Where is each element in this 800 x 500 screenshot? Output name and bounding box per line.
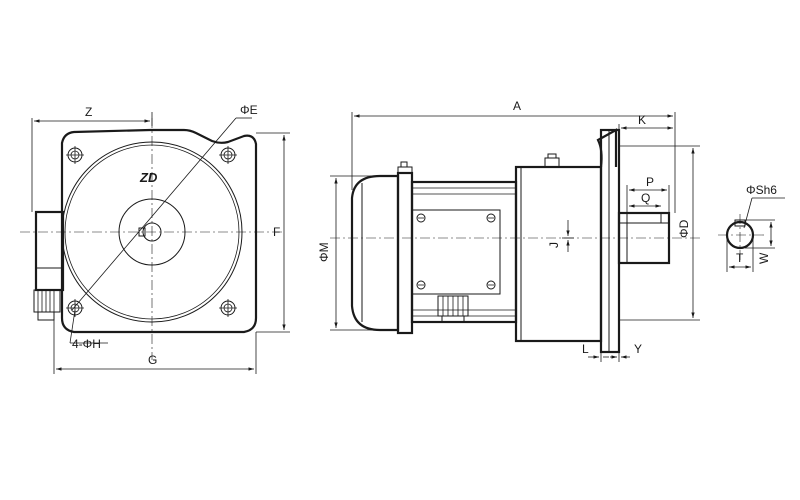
front-conduit-box: [34, 210, 65, 292]
keyway-section: ΦSh6 T W: [718, 183, 785, 272]
cable-gland-icon: [33, 289, 61, 321]
dim-f-label: F: [273, 225, 280, 239]
side-cable-gland-icon: [437, 295, 469, 323]
dim-k-label: K: [638, 113, 646, 127]
dim-j-label: J: [547, 242, 561, 248]
dim-y-label: Y: [634, 342, 642, 356]
side-view: A K ΦM ΦD P Q J L Y: [317, 99, 700, 362]
dim-phi-s-label: ΦSh6: [746, 183, 777, 197]
terminal-screw-icon: [416, 213, 496, 290]
dim-a-label: A: [513, 99, 521, 113]
phi-e-leader: [71, 117, 237, 311]
dim-w-label: W: [757, 252, 771, 264]
dim-phi-m-label: ΦM: [317, 242, 331, 262]
front-view: ZD ΦE Z F G 4-ΦH: [20, 103, 290, 374]
front-flange: [60, 128, 258, 334]
motor-ring: [396, 171, 414, 335]
dim-phi-e-label: ΦE: [240, 103, 258, 117]
dim-z-label: Z: [85, 105, 92, 119]
dim-t-label: T: [736, 251, 744, 265]
dim-g-label: G: [148, 353, 157, 367]
motor-end-cap: [350, 174, 400, 332]
dim-p-label: P: [646, 175, 654, 189]
brand-logo: ZD: [139, 170, 158, 185]
dim-phi-h-label: 4-ΦH: [72, 337, 101, 351]
gearbox-body: [514, 165, 603, 343]
dim-phi-d-label: ΦD: [677, 219, 691, 238]
dim-q-label: Q: [641, 191, 650, 205]
dim-l-label: L: [582, 342, 589, 356]
terminal-box: [411, 209, 501, 295]
